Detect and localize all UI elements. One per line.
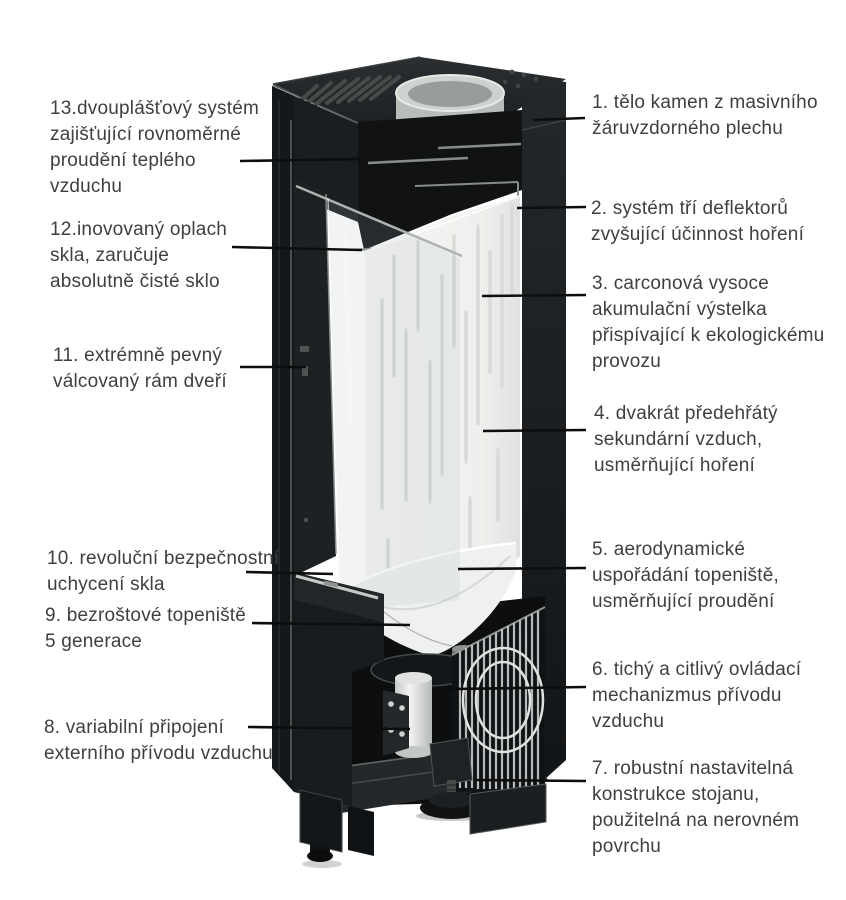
left-foot: [310, 844, 330, 854]
door-hinge: [300, 346, 309, 352]
leader-line-7: [475, 778, 587, 783]
lining-grooves: [380, 204, 514, 580]
callout-4: 4. dvakrát předehřátý sekundární vzduch,…: [594, 403, 778, 476]
firebox-lining: [362, 195, 521, 612]
leader-line-4: [482, 428, 587, 433]
right-panel-seam: [521, 119, 567, 131]
leader-line-8: [247, 725, 411, 731]
front-bottom-panel: [294, 600, 384, 806]
adjustable-foot: [416, 737, 488, 821]
leader-line-3: [481, 293, 587, 298]
callout-9: 9. bezroštové topeniště 5 generace: [45, 605, 247, 652]
callout-13: 13.dvouplášťový systém zajišťující rovno…: [50, 98, 260, 197]
top-plate-rear-edge: [272, 56, 421, 85]
air-supply-cylinder: [383, 672, 432, 758]
callout-11: 11. extrémně pevný válcovaný rám dveří: [53, 345, 227, 392]
top-plate-holes: [502, 69, 539, 89]
callout-1: 1. tělo kamen z masivního žáruvzdorného …: [592, 92, 818, 139]
callout-5: 5. aerodynamické uspořádání topeniště, u…: [592, 539, 779, 612]
callout-10: 10. revoluční bezpečnostní uchycení skla: [47, 548, 280, 595]
leader-line-12: [231, 245, 363, 252]
callout-2: 2. systém tří deflektorů zvyšující účinn…: [591, 198, 805, 245]
leader-line-10: [245, 570, 334, 576]
leader-line-9: [251, 621, 411, 627]
firebox-floor: [347, 541, 517, 656]
glass-clamp-sill: [294, 572, 384, 622]
grille-coil: [461, 646, 545, 754]
leader-line-1: [532, 116, 586, 122]
leader-line-6: [451, 685, 587, 691]
leader-lines: [231, 116, 587, 783]
front-left-column: [272, 86, 294, 792]
callout-12: 12.inovovaný oplach skla, zaručuje absol…: [50, 219, 228, 292]
base-plate-right: [469, 783, 547, 835]
door-frame: [294, 178, 463, 576]
cylinder-bracket: [383, 690, 409, 756]
base-plates-left: [299, 789, 374, 868]
callout-7: 7. robustní nastavitelná konstrukce stoj…: [592, 758, 800, 857]
callout-3: 3. carconová vysoce akumulační výstelka …: [592, 273, 825, 372]
door-glass: [327, 197, 461, 611]
callout-6: 6. tichý a citlivý ovládací mechanizmus …: [592, 659, 802, 732]
callout-8: 8. variabilní připojení externího přívod…: [44, 717, 273, 764]
leader-line-13: [239, 157, 361, 163]
door-top-trim: [295, 184, 463, 258]
stove-body: [272, 56, 567, 868]
leader-line-2: [516, 205, 587, 210]
top-vent-slots: [292, 75, 401, 108]
leader-line-5: [457, 566, 587, 571]
